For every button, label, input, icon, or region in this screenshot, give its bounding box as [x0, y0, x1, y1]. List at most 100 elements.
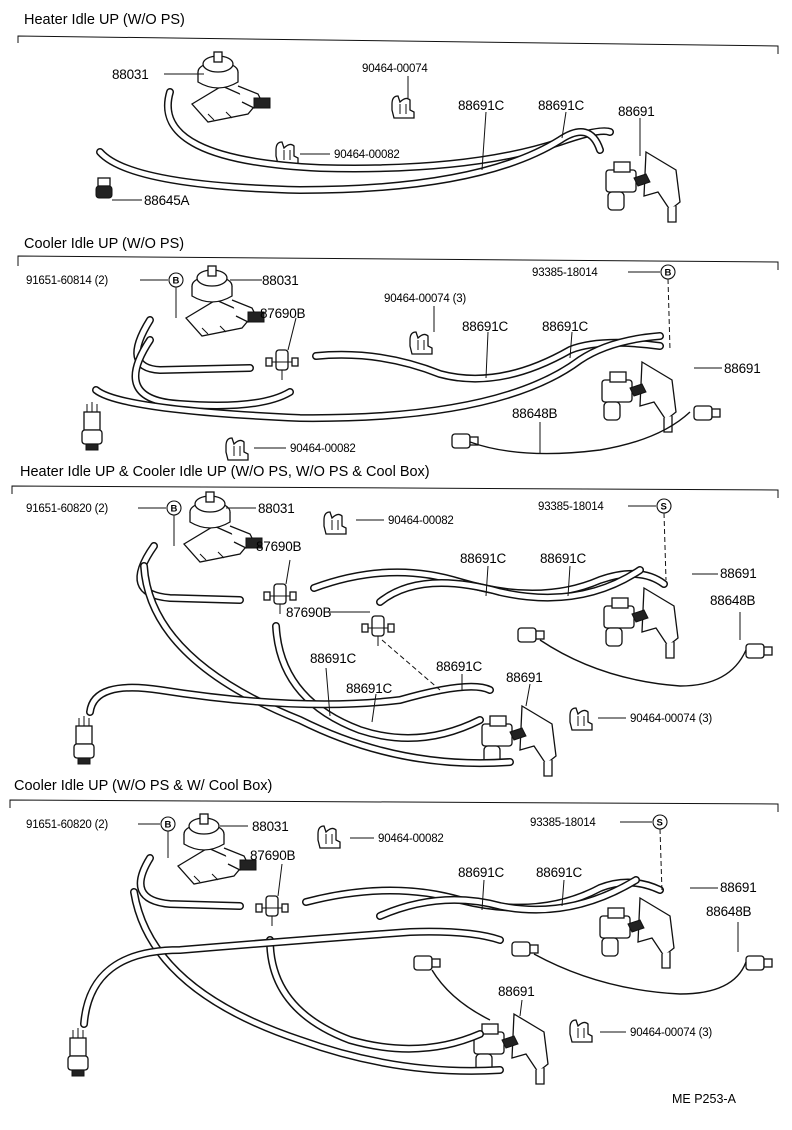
label-88691: 88691	[724, 361, 761, 376]
idle-up-valve	[185, 265, 265, 337]
section-1-title: Heater Idle UP (W/O PS)	[24, 12, 185, 28]
hoses	[80, 854, 664, 1075]
plug-fitting	[95, 177, 113, 199]
clamp-top	[323, 511, 347, 535]
section-heater-cooler-idle-up: Heater Idle UP & Cooler Idle UP (W/O PS,…	[11, 464, 779, 777]
idle-up-valve	[177, 813, 257, 885]
label-88648b: 88648B	[710, 593, 756, 608]
label-87690b: 87690B	[250, 848, 296, 863]
vsv-valve	[601, 361, 677, 433]
hoses	[86, 542, 668, 768]
label-88691-a: 88691	[720, 566, 757, 581]
vsv-valve	[605, 151, 681, 223]
label-87690b-a: 87690B	[256, 539, 302, 554]
label-88691-b: 88691	[498, 984, 535, 999]
section-4-frame	[9, 799, 779, 812]
screw-mark: B	[665, 268, 672, 279]
wire-connector-right	[745, 955, 773, 971]
leader-lines	[112, 73, 641, 201]
label-88031: 88031	[112, 67, 149, 82]
leader-lines	[140, 264, 722, 454]
temp-sensor	[73, 715, 95, 765]
leader-lines	[138, 498, 741, 723]
label-88691c-a: 88691C	[458, 98, 505, 113]
section-4-title: Cooler Idle UP (W/O PS & W/ Cool Box)	[14, 778, 272, 794]
label-88691c-b: 88691C	[536, 865, 583, 880]
section-3-title: Heater Idle UP & Cooler Idle UP (W/O PS,…	[20, 464, 430, 480]
idle-up-valve	[191, 51, 271, 123]
label-91651-60820: 91651-60820 (2)	[26, 819, 108, 831]
tee-fitting	[265, 349, 299, 381]
label-91651-60820: 91651-60820 (2)	[26, 503, 108, 515]
clamp-bottom	[225, 437, 249, 461]
vsv-valve-a	[603, 587, 679, 659]
wire-connector-mid	[413, 955, 441, 971]
wire-harness-mid	[431, 969, 491, 1021]
page-code: ME P253-A	[672, 1092, 737, 1106]
section-2-title: Cooler Idle UP (W/O PS)	[24, 236, 184, 252]
temp-sensor	[81, 401, 103, 451]
label-90464-00082: 90464-00082	[388, 515, 454, 527]
label-90464-00074: 90464-00074 (3)	[630, 713, 712, 725]
label-90464-00074: 90464-00074 (3)	[630, 1027, 712, 1039]
section-3-frame	[11, 485, 779, 498]
hoses	[92, 316, 664, 423]
label-90464-00082: 90464-00082	[378, 833, 444, 845]
wire-connector-right	[745, 643, 773, 659]
label-93385-18014: 93385-18014	[532, 267, 598, 279]
label-88691c-e: 88691C	[346, 681, 393, 696]
label-88691c-a: 88691C	[458, 865, 505, 880]
screw-mark: S	[657, 818, 663, 829]
clamp-top	[391, 95, 415, 119]
section-cooler-idle-up: Cooler Idle UP (W/O PS)	[17, 236, 779, 461]
wire-connector-right	[693, 405, 721, 421]
label-87690b: 87690B	[260, 306, 306, 321]
label-88691c-b: 88691C	[538, 98, 585, 113]
label-93385-18014: 93385-18014	[538, 501, 604, 513]
bolt-mark: B	[173, 276, 180, 287]
wire-connector-left	[451, 433, 479, 449]
wire-harness	[533, 953, 747, 995]
label-88691-a: 88691	[720, 880, 757, 895]
hoses	[96, 88, 614, 194]
label-88691c-b: 88691C	[542, 319, 589, 334]
label-88648b: 88648B	[512, 406, 558, 421]
clamp-bottom	[569, 1019, 593, 1043]
label-93385-18014: 93385-18014	[530, 817, 596, 829]
label-88648b: 88648B	[706, 904, 752, 919]
section-2-frame	[17, 255, 779, 270]
section-heater-idle-up: Heater Idle UP (W/O PS) 88031 90464-0007…	[17, 12, 779, 223]
clamp-bottom	[569, 707, 593, 731]
label-88645a: 88645A	[144, 193, 190, 208]
label-90464-00082: 90464-00082	[334, 149, 400, 161]
bolt-mark: B	[165, 820, 172, 831]
wire-harness	[539, 639, 747, 687]
clamp-top	[317, 825, 341, 849]
label-88031: 88031	[258, 501, 295, 516]
label-88691-b: 88691	[506, 670, 543, 685]
label-90464-00074: 90464-00074	[362, 63, 428, 75]
label-88031: 88031	[262, 273, 299, 288]
label-88691c-a: 88691C	[460, 551, 507, 566]
bolt-mark: B	[171, 504, 178, 515]
leader-lines	[138, 814, 739, 1033]
label-88691c-b: 88691C	[540, 551, 587, 566]
label-90464-00082: 90464-00082	[290, 443, 356, 455]
label-91651-60814: 91651-60814 (2)	[26, 275, 108, 287]
clamp-bottom	[275, 141, 299, 165]
label-87690b-b: 87690B	[286, 605, 332, 620]
label-90464-00074: 90464-00074 (3)	[384, 293, 466, 305]
section-cooler-idle-up-cool-box: Cooler Idle UP (W/O PS & W/ Cool Box)	[9, 778, 779, 1085]
screw-mark: S	[661, 502, 667, 513]
label-88691: 88691	[618, 104, 655, 119]
temp-sensor	[67, 1027, 89, 1077]
label-88691c-d: 88691C	[436, 659, 483, 674]
tee-fitting-b	[361, 615, 395, 647]
section-1-frame	[17, 35, 779, 54]
label-88691c-a: 88691C	[462, 319, 509, 334]
dash-link	[381, 639, 441, 691]
idle-up-valve	[183, 491, 263, 563]
wire-harness	[469, 411, 691, 455]
label-88691c-c: 88691C	[310, 651, 357, 666]
